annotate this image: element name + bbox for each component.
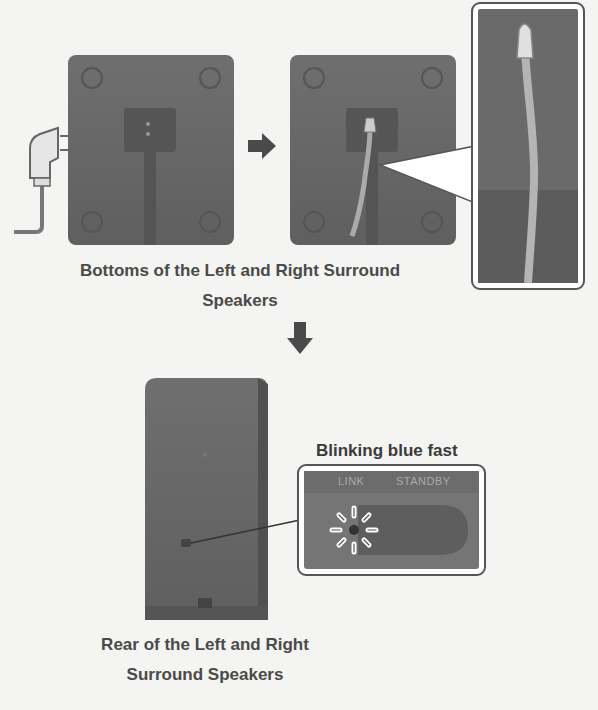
panel-heading: Blinking blue fast [316,441,458,461]
led-panel: Blinking blue fastLINKSTANDBY [298,465,485,575]
indicator-label: STANDBY [396,475,451,487]
led-inset [298,465,485,575]
speaker-bottom [290,55,456,245]
step-arrow [287,322,313,354]
step-arrow [248,133,276,159]
zoom-inset [472,3,584,289]
speaker-bottom [68,55,234,245]
caption-label: Bottoms of the Left and Right Surround S… [50,256,430,316]
caption-label: Rear of the Left and Right Surround Spea… [75,630,335,690]
speaker-rear [145,378,300,620]
indicator-label: LINK [338,475,364,487]
zoom-leader [380,145,480,205]
power-plug [14,128,72,232]
